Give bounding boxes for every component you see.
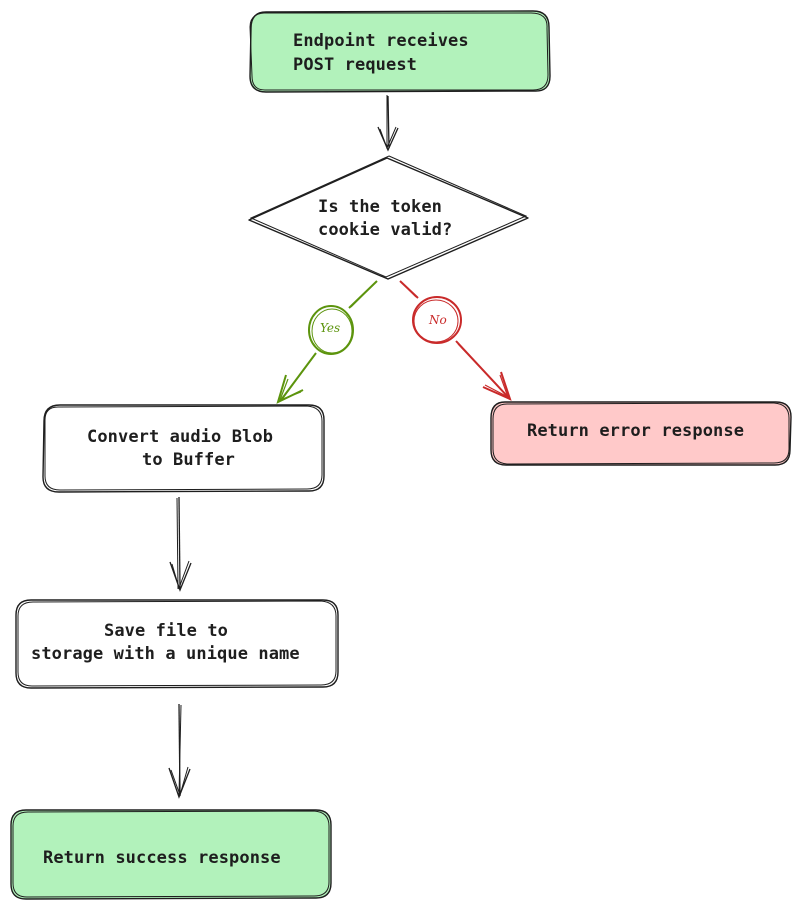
start-label-line1: Endpoint receives bbox=[293, 31, 469, 51]
save-label-line1: Save file to bbox=[104, 621, 229, 641]
error-label: Return error response bbox=[527, 421, 745, 441]
node-convert-box[interactable] bbox=[42, 404, 325, 493]
arrow-save-to-success bbox=[168, 703, 191, 799]
save-label-line2: storage with a unique name bbox=[31, 644, 300, 664]
no-label: No bbox=[429, 313, 447, 327]
node-start-box[interactable] bbox=[249, 10, 551, 93]
arrow-start-to-decision bbox=[377, 95, 399, 152]
convert-label-line1: Convert audio Blob bbox=[87, 427, 274, 447]
arrow-yes-branch bbox=[276, 280, 378, 404]
arrow-no-branch bbox=[399, 280, 512, 401]
convert-label-line2: to Buffer bbox=[142, 450, 236, 470]
node-success-box[interactable] bbox=[10, 809, 332, 900]
decision-label-line2: cookie valid? bbox=[318, 220, 453, 240]
start-label-line2: POST request bbox=[293, 55, 418, 75]
yes-label: Yes bbox=[320, 321, 341, 335]
success-label: Return success response bbox=[43, 848, 281, 868]
node-error-box[interactable] bbox=[490, 401, 792, 466]
node-decision-diamond[interactable] bbox=[248, 155, 529, 280]
arrow-convert-to-save bbox=[169, 496, 192, 592]
node-save-box[interactable] bbox=[15, 599, 339, 689]
decision-label-line1: Is the token bbox=[318, 197, 443, 217]
